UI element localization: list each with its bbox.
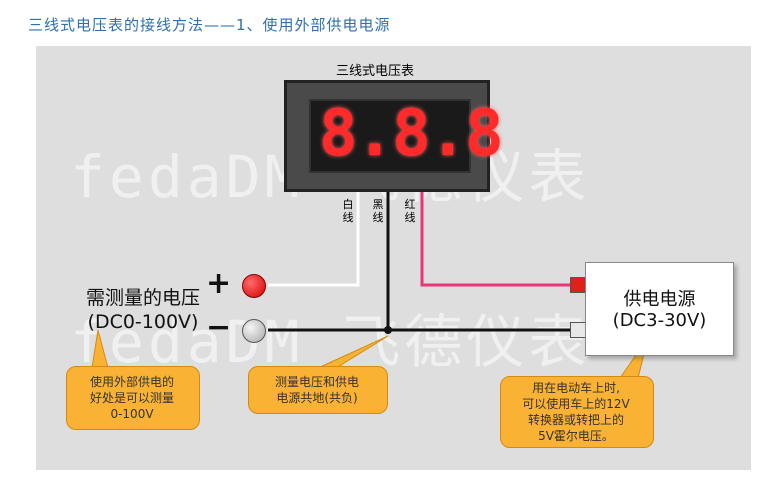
meter-title: 三线式电压表: [336, 64, 415, 79]
positive-terminal: [242, 274, 266, 298]
note-right-text: 用在电动车上时, 可以使用车上的12V 转换器或转把上的 5V霍尔电压。: [500, 380, 652, 444]
measure-voltage-label: 需测量的电压 (DC0-100V): [58, 286, 228, 334]
power-supply-box: 供电电源 (DC3-30V): [585, 262, 734, 356]
measure-label-line1: 需测量的电压: [85, 287, 200, 309]
white-wire-label: 白线: [342, 198, 354, 224]
note-line: 可以使用车上的12V: [522, 397, 630, 411]
power-label-line1: 供电电源: [623, 289, 696, 310]
note-middle: [248, 366, 388, 414]
note-line: 用在电动车上时,: [532, 381, 620, 395]
note-line: 测量电压和供电: [274, 375, 359, 389]
power-label-line2: (DC3-30V): [612, 310, 707, 331]
note-line: 电源共地(共负): [276, 391, 358, 405]
note-line: 5V霍尔电压。: [538, 429, 614, 443]
note-right: [500, 376, 654, 448]
minus-sign: −: [206, 310, 232, 345]
callout-tail: [317, 335, 389, 369]
display-digits: 8.8.8: [319, 97, 504, 171]
power-negative-plug: [570, 322, 586, 338]
red-wire-label: 红线: [404, 198, 416, 224]
note-left: [66, 366, 200, 430]
white-wire: [268, 192, 360, 287]
voltmeter: 8.8.8: [284, 80, 504, 192]
note-line: 0-100V: [110, 407, 154, 421]
note-line: 好处是可以测量: [89, 391, 174, 405]
plus-sign: +: [206, 266, 232, 301]
note-middle-text: 测量电压和供电 电源共地(共负): [248, 374, 386, 406]
meter-display: 8.8.8: [309, 97, 504, 173]
note-line: 转换器或转把上的: [527, 413, 624, 427]
page-title: 三线式电压表的接线方法——1、使用外部供电电源: [28, 16, 391, 34]
measure-label-line2: (DC0-100V): [87, 311, 199, 333]
black-wire-label: 黑线: [372, 198, 384, 224]
red-wire: [420, 192, 570, 287]
power-positive-plug: [570, 277, 586, 293]
callout-tail: [91, 329, 109, 369]
negative-terminal: [242, 319, 266, 343]
note-line: 使用外部供电的: [89, 375, 174, 389]
note-left-text: 使用外部供电的 好处是可以测量 0-100V: [66, 374, 198, 422]
junction-dot: [384, 326, 392, 334]
